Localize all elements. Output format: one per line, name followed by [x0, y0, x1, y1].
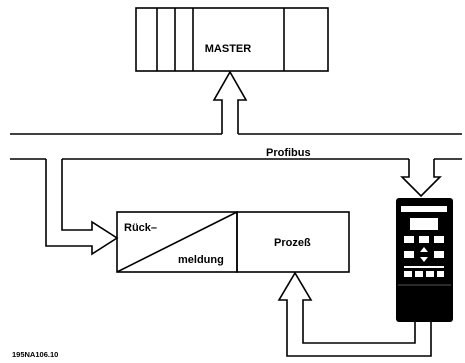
figure-id: 195NA106.10 [12, 350, 58, 359]
process-label: Prozeß [274, 237, 311, 249]
frequency-converter-icon [396, 198, 453, 322]
master-label: MASTER [205, 43, 252, 55]
profibus-bus [10, 133, 462, 160]
master-uplink-arrow [212, 70, 248, 134]
drive-to-process-arrow [277, 271, 432, 357]
profibus-label: Profibus [266, 147, 311, 159]
bus-to-drive-arrow [400, 159, 442, 198]
bus-to-feedback-arrow [45, 159, 119, 256]
feedback-label-bottom: meldung [178, 254, 224, 266]
master-unit [135, 7, 329, 72]
feedback-label-top: Rück– [124, 222, 157, 234]
process-block [236, 211, 350, 273]
